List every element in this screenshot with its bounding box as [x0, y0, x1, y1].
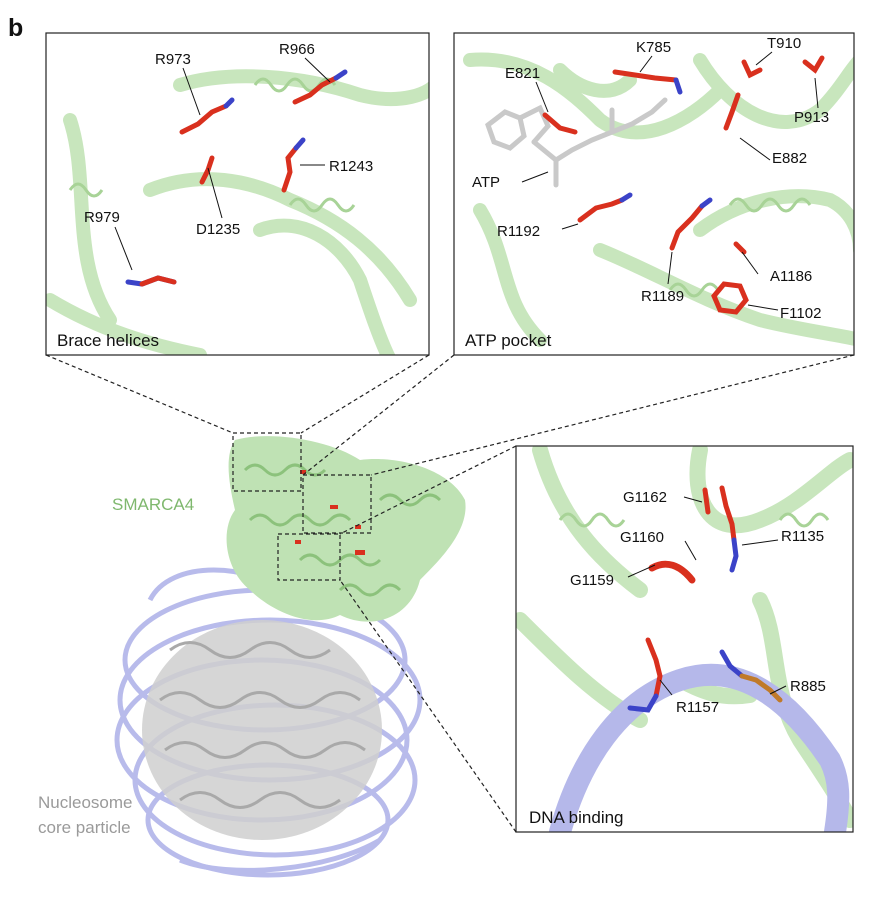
brace-ribbons — [46, 69, 429, 355]
residue-label-r973: R973 — [155, 51, 191, 68]
residue-label-r979: R979 — [84, 209, 120, 226]
residue-label-g1159: G1159 — [570, 572, 614, 589]
nucleosome-label-line1: Nucleosome — [38, 793, 133, 812]
residue-label-r885: R885 — [790, 678, 826, 695]
inset-atp-pocket: E821 K785 T910 P913 E882 ATP R1192 A1186… — [453, 32, 855, 356]
inset-brace-helices: R973 R966 R1243 D1235 R979 Brace helices — [45, 32, 430, 356]
zoom-leaders — [45, 354, 855, 833]
atp-sticks — [542, 55, 825, 315]
residue-label-e882: E882 — [772, 150, 807, 167]
residue-label-a1186: A1186 — [770, 268, 812, 285]
residue-label-r1157: R1157 — [676, 699, 719, 716]
residue-label-g1160: G1160 — [620, 529, 664, 546]
zoom-boxes — [232, 432, 372, 581]
overview-structure: SMARCA4 Nucleosome core particle — [38, 354, 855, 878]
nucleosome-label-line2: core particle — [38, 818, 131, 837]
residue-label-r1192: R1192 — [497, 223, 540, 240]
residue-label-r966: R966 — [279, 41, 315, 58]
atp-ribbons — [463, 52, 854, 347]
dna-backbone — [549, 663, 850, 832]
residue-label-r1189: R1189 — [641, 288, 684, 305]
residue-label-e821: E821 — [505, 65, 540, 82]
residue-label-r1135: R1135 — [781, 528, 824, 545]
inset-title-brace: Brace helices — [57, 331, 159, 350]
smarca4-label: SMARCA4 — [112, 495, 194, 514]
inset-title-atp: ATP pocket — [465, 331, 552, 350]
residue-label-t910: T910 — [767, 35, 801, 52]
ligand-label-atp: ATP — [472, 174, 500, 191]
panel-letter: b — [8, 14, 24, 42]
dna-binding-sticks — [627, 485, 783, 713]
inset-title-dna: DNA binding — [529, 808, 624, 827]
residue-label-g1162: G1162 — [623, 489, 667, 506]
inset-dna-binding: G1162 R1135 G1160 G1159 R1157 R885 DNA b… — [515, 445, 854, 833]
residue-label-f1102: F1102 — [780, 305, 821, 322]
residue-label-d1235: D1235 — [196, 221, 240, 238]
histone-core — [142, 620, 382, 840]
smarca4-structure — [226, 436, 466, 622]
residue-label-k785: K785 — [636, 39, 671, 56]
residue-label-r1243: R1243 — [329, 158, 373, 175]
residue-label-p913: P913 — [794, 109, 829, 126]
brace-sticks — [125, 69, 348, 287]
